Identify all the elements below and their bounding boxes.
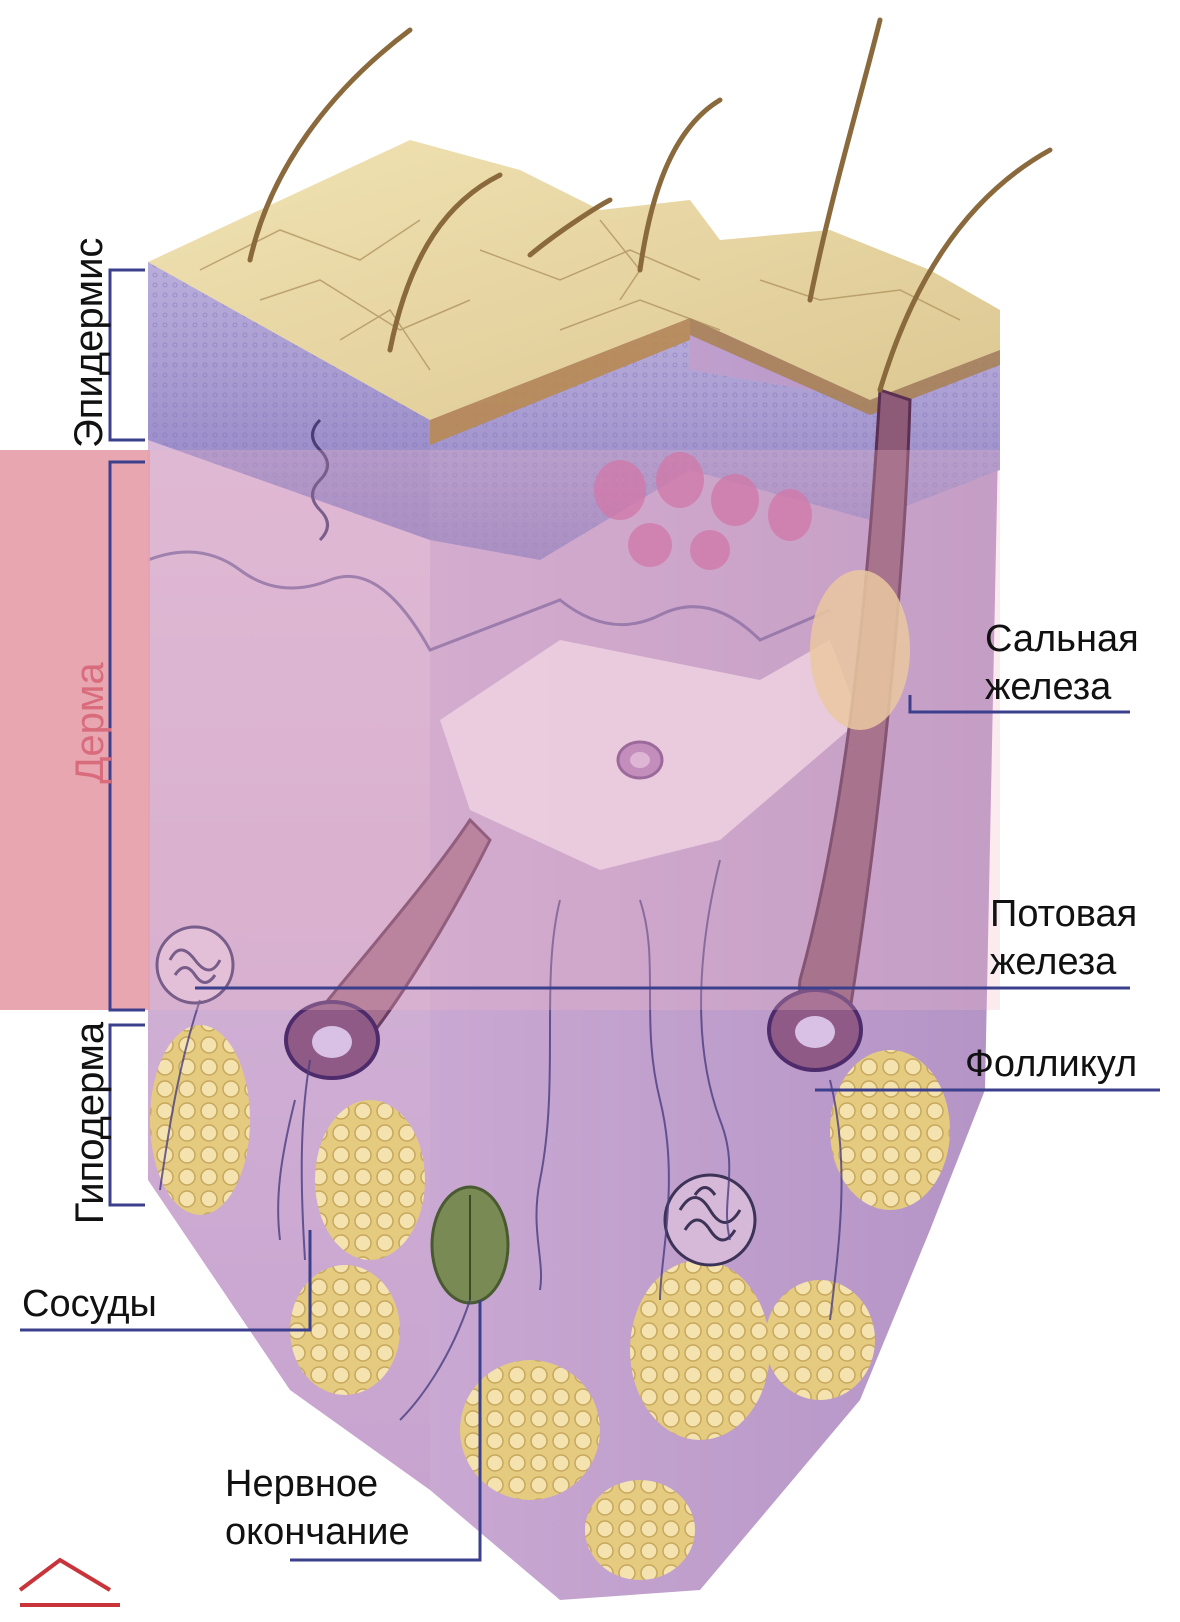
hypoderma-bracket (110, 1025, 145, 1205)
sebaceous-gland-label: Сальная железа (985, 615, 1139, 711)
sweat-gland-coil-right (665, 1175, 755, 1265)
vessels-label: Сосуды (22, 1280, 157, 1328)
epidermis-label: Эпидермис (66, 248, 112, 448)
sweat-gland-line1: Потовая (990, 890, 1137, 938)
sebaceous-gland-line2: железа (985, 663, 1139, 711)
sweat-gland-line2: железа (990, 938, 1137, 986)
sweat-gland-label: Потовая железа (990, 890, 1137, 986)
logo-mark (20, 1560, 120, 1605)
nerve-ending-line2: окончание (225, 1508, 410, 1556)
nerve-ending-line1: Нервное (225, 1460, 410, 1508)
follicle-label: Фолликул (965, 1040, 1137, 1088)
sebaceous-gland-line1: Сальная (985, 615, 1139, 663)
epidermis-bracket (110, 270, 145, 440)
nerve-ending-label: Нервное окончание (225, 1460, 410, 1556)
hypoderma-label: Гиподерма (67, 1013, 113, 1233)
derma-label: Дерма (67, 623, 113, 823)
